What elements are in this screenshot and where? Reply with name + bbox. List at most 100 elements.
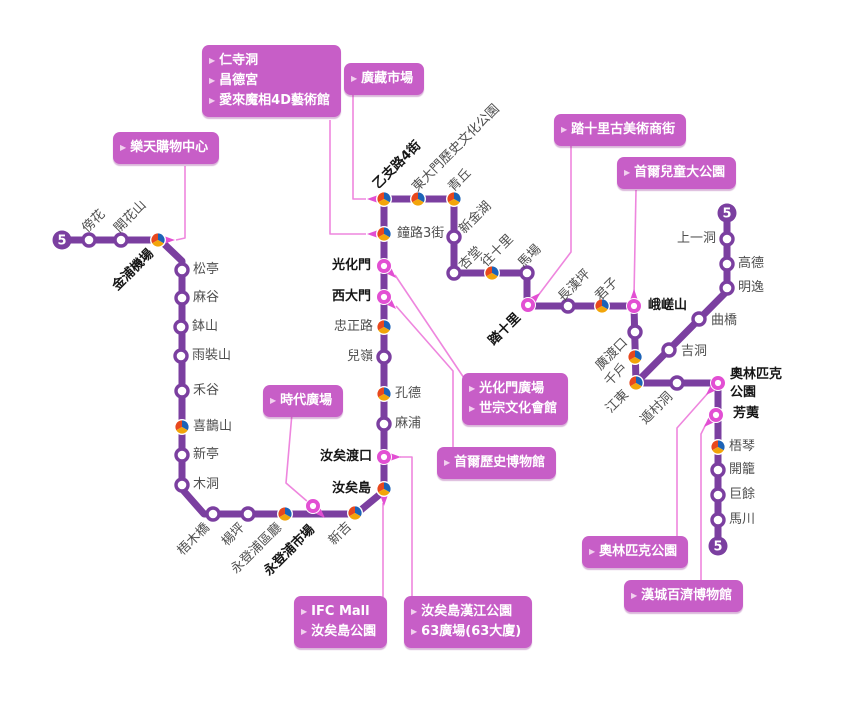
attraction-name: 樂天購物中心 <box>130 140 209 155</box>
station-marker <box>173 319 189 335</box>
attraction-label-box: ▶踏十里古美術商街 <box>554 114 687 146</box>
attraction-item: ▶仁寺洞 <box>209 51 330 71</box>
attraction-item: ▶首爾兒童大公園 <box>624 163 725 183</box>
transfer-taegeuk-icon <box>384 192 391 203</box>
transfer-taegeuk-icon <box>635 350 642 361</box>
transfer-taegeuk-icon <box>175 420 182 431</box>
attraction-item: ▶昌德宮 <box>209 71 330 91</box>
arrow-icon: ▶ <box>270 396 277 405</box>
attraction-name: 昌德宮 <box>219 73 259 88</box>
transfer-taegeuk-icon <box>182 420 189 431</box>
station-marker <box>376 349 392 365</box>
station-marker <box>710 487 726 503</box>
transfer-taegeuk-icon <box>278 507 285 518</box>
station-marker <box>240 506 256 522</box>
attraction-item: ▶世宗文化會館 <box>469 399 557 419</box>
station-marker <box>174 383 190 399</box>
transfer-taegeuk-icon <box>454 192 461 203</box>
transfer-taegeuk-icon <box>378 489 390 496</box>
attraction-item: ▶愛來魔相4D藝術館 <box>209 91 330 111</box>
station-marker <box>661 342 677 358</box>
attraction-name: IFC Mall <box>311 604 370 619</box>
transfer-taegeuk-icon <box>447 192 454 203</box>
attraction-label-box: ▶仁寺洞▶昌德宮▶愛來魔相4D藝術館 <box>202 45 341 117</box>
attraction-name: 首爾歷史博物館 <box>454 455 546 470</box>
transfer-taegeuk-icon <box>158 233 165 244</box>
arrow-icon: ▶ <box>301 627 308 636</box>
attraction-pin-hole <box>380 262 388 270</box>
arrow-icon: ▶ <box>444 458 451 467</box>
station-marker <box>173 348 189 364</box>
attraction-name: 廣藏市場 <box>361 71 414 86</box>
transfer-taegeuk-icon <box>448 199 460 206</box>
station-marker <box>446 265 462 281</box>
label-connector-line <box>329 120 366 235</box>
transfer-taegeuk-icon <box>629 376 636 387</box>
transfer-taegeuk-icon <box>349 513 361 520</box>
transfer-taegeuk-icon <box>378 394 390 401</box>
transfer-taegeuk-icon <box>411 192 418 203</box>
label-connector-line <box>285 412 309 503</box>
transfer-taegeuk-icon <box>636 376 643 387</box>
attraction-item: ▶汝矣島公園 <box>301 622 376 642</box>
transfer-taegeuk-icon <box>492 266 499 277</box>
station-marker <box>174 447 190 463</box>
attraction-item: ▶IFC Mall <box>301 602 376 622</box>
transfer-taegeuk-icon <box>384 482 391 493</box>
arrow-icon: ▶ <box>209 56 216 65</box>
attraction-name: 汝矣島公園 <box>311 624 377 639</box>
transfer-taegeuk-icon <box>485 266 492 277</box>
station-marker <box>376 416 392 432</box>
station-marker <box>174 290 190 306</box>
transfer-taegeuk-icon <box>377 387 384 398</box>
attraction-pin-hole <box>630 302 638 310</box>
transfer-taegeuk-icon <box>279 514 291 521</box>
attraction-pin-hole <box>712 411 720 419</box>
transfer-taegeuk-icon <box>152 240 164 247</box>
transfer-taegeuk-icon <box>377 482 384 493</box>
transfer-taegeuk-icon <box>378 199 390 206</box>
transfer-taegeuk-icon <box>486 273 498 280</box>
arrow-icon: ▶ <box>469 384 476 393</box>
arrow-icon: ▶ <box>301 607 308 616</box>
attraction-name: 漢城百濟博物館 <box>641 588 733 603</box>
line5-terminal-badge <box>52 230 72 250</box>
attraction-item: ▶踏十里古美術商街 <box>561 120 675 140</box>
transfer-taegeuk-icon <box>377 192 384 203</box>
attraction-item: ▶63廣場(63大廈) <box>411 622 521 642</box>
arrow-icon: ▶ <box>631 591 638 600</box>
arrow-icon: ▶ <box>469 404 476 413</box>
transfer-taegeuk-icon <box>285 507 292 518</box>
transfer-taegeuk-icon <box>355 506 362 517</box>
transfer-taegeuk-icon <box>412 199 424 206</box>
line5-terminal-badge <box>717 203 737 223</box>
transfer-taegeuk-icon <box>384 387 391 398</box>
transfer-taegeuk-icon <box>630 383 642 390</box>
station-marker <box>81 232 97 248</box>
attraction-item: ▶漢城百濟博物館 <box>631 586 732 606</box>
attraction-item: ▶首爾歷史博物館 <box>444 453 545 473</box>
transfer-taegeuk-icon <box>151 233 158 244</box>
station-marker <box>205 506 221 522</box>
transfer-taegeuk-icon <box>418 192 425 203</box>
transfer-taegeuk-icon <box>176 427 188 434</box>
line-number: 5 <box>713 540 722 555</box>
label-connector-line <box>175 166 186 241</box>
attraction-name: 時代廣場 <box>280 393 333 408</box>
attraction-label-box: ▶樂天購物中心 <box>113 132 220 164</box>
attraction-name: 光化門廣場 <box>479 381 545 396</box>
transfer-taegeuk-icon <box>711 440 718 451</box>
attraction-item: ▶光化門廣場 <box>469 379 557 399</box>
attraction-item: ▶樂天購物中心 <box>120 138 208 158</box>
label-connector-line <box>352 95 366 200</box>
station-marker <box>627 324 643 340</box>
station-marker <box>719 256 735 272</box>
transfer-taegeuk-icon <box>596 306 608 313</box>
station-marker <box>691 311 707 327</box>
station-marker <box>669 375 685 391</box>
transfer-taegeuk-icon <box>348 506 355 517</box>
arrow-icon: ▶ <box>624 168 631 177</box>
arrow-icon: ▶ <box>209 76 216 85</box>
attraction-item: ▶汝矣島漢江公園 <box>411 602 521 622</box>
